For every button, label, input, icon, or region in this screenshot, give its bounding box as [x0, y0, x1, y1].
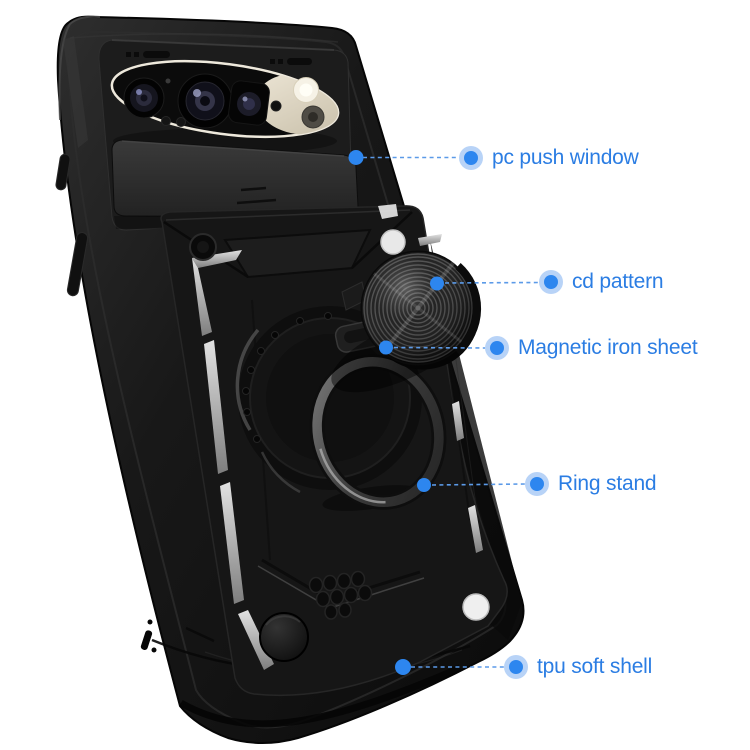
callout-label: Ring stand — [558, 472, 657, 495]
slider-grip-lines — [236, 186, 277, 205]
plate-corner-bolts — [189, 229, 490, 662]
callout-label: cd pattern — [572, 270, 664, 293]
anchor-dot-pc-push-window — [348, 150, 364, 165]
callout-leaders — [348, 150, 540, 675]
plate-silver-bevels — [192, 234, 483, 670]
callout-label: Magnetic iron sheet — [518, 336, 698, 359]
label-dot-icon — [459, 146, 483, 170]
callout-cd-pattern: cd pattern — [539, 270, 664, 294]
callout-pc-push-window: pc push window — [459, 146, 639, 170]
spring-sheet-holes — [242, 312, 332, 443]
callout-tpu-soft-shell: tpu soft shell — [504, 655, 652, 679]
honeycomb-texture — [308, 570, 373, 620]
camera-bar — [98, 39, 359, 231]
anchor-dot-magnetic-iron-sheet — [379, 340, 393, 355]
label-dot-icon — [539, 270, 563, 294]
callout-magnetic-iron-sheet: Magnetic iron sheet — [485, 336, 698, 360]
bottom-round-button — [259, 612, 309, 662]
camera-lenses — [123, 73, 282, 129]
label-dot-icon — [485, 336, 509, 360]
label-dot-icon — [504, 655, 528, 679]
callout-label: pc push window — [492, 146, 639, 169]
callout-label: tpu soft shell — [537, 655, 653, 678]
speaker-vents — [126, 51, 312, 65]
anchor-dot-tpu-soft-shell — [395, 659, 411, 675]
side-button-cutouts — [55, 153, 89, 297]
cd-pattern-disc — [331, 250, 482, 393]
anchor-dot-cd-pattern — [430, 276, 444, 291]
callout-ring-stand: Ring stand — [525, 472, 657, 496]
anchor-dot-ring-stand — [417, 478, 431, 492]
label-dot-icon — [525, 472, 549, 496]
